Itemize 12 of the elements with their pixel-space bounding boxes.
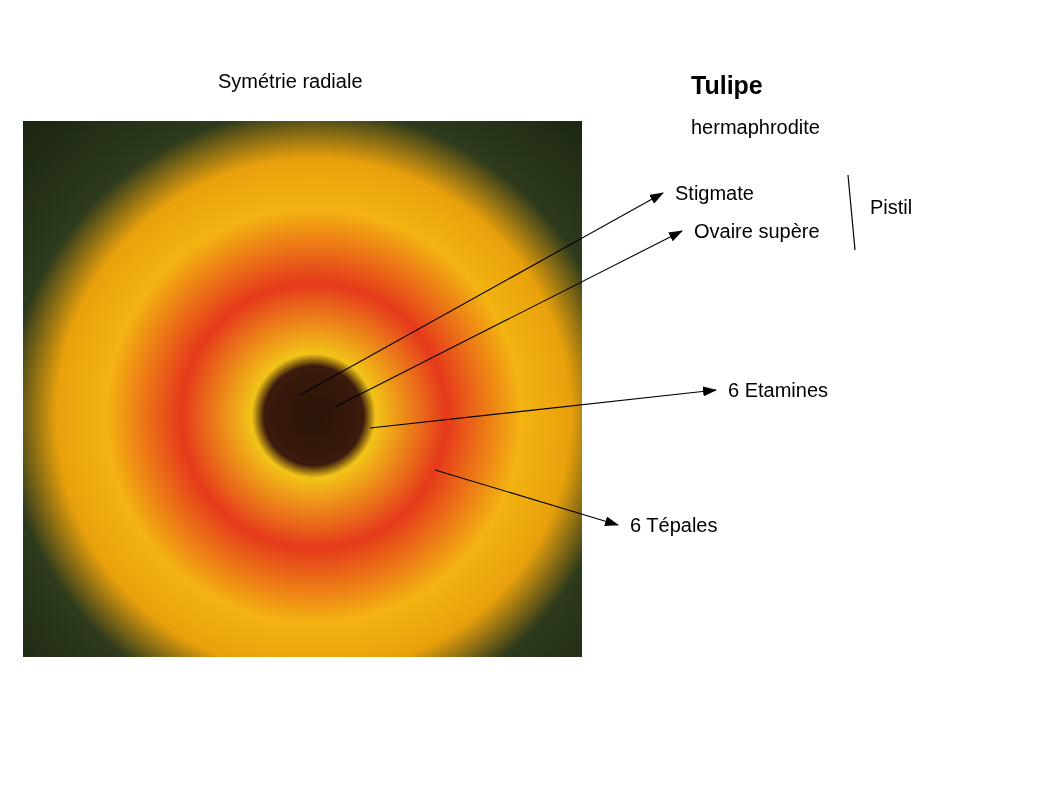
part-label: 6 Tépales <box>630 513 718 537</box>
part-label: Ovaire supère <box>694 219 820 243</box>
leader-line <box>369 386 717 429</box>
caption-text: Symétrie radiale <box>218 69 363 94</box>
subtitle-text: hermaphrodite <box>691 115 820 140</box>
title: Tulipe <box>691 70 763 101</box>
part-label: Stigmate <box>675 181 754 205</box>
leader-line <box>299 192 664 396</box>
leader-line <box>334 230 683 408</box>
part-label: Pistil <box>870 195 913 219</box>
leader-line <box>434 469 619 527</box>
part-label: 6 Etamines <box>728 378 829 402</box>
